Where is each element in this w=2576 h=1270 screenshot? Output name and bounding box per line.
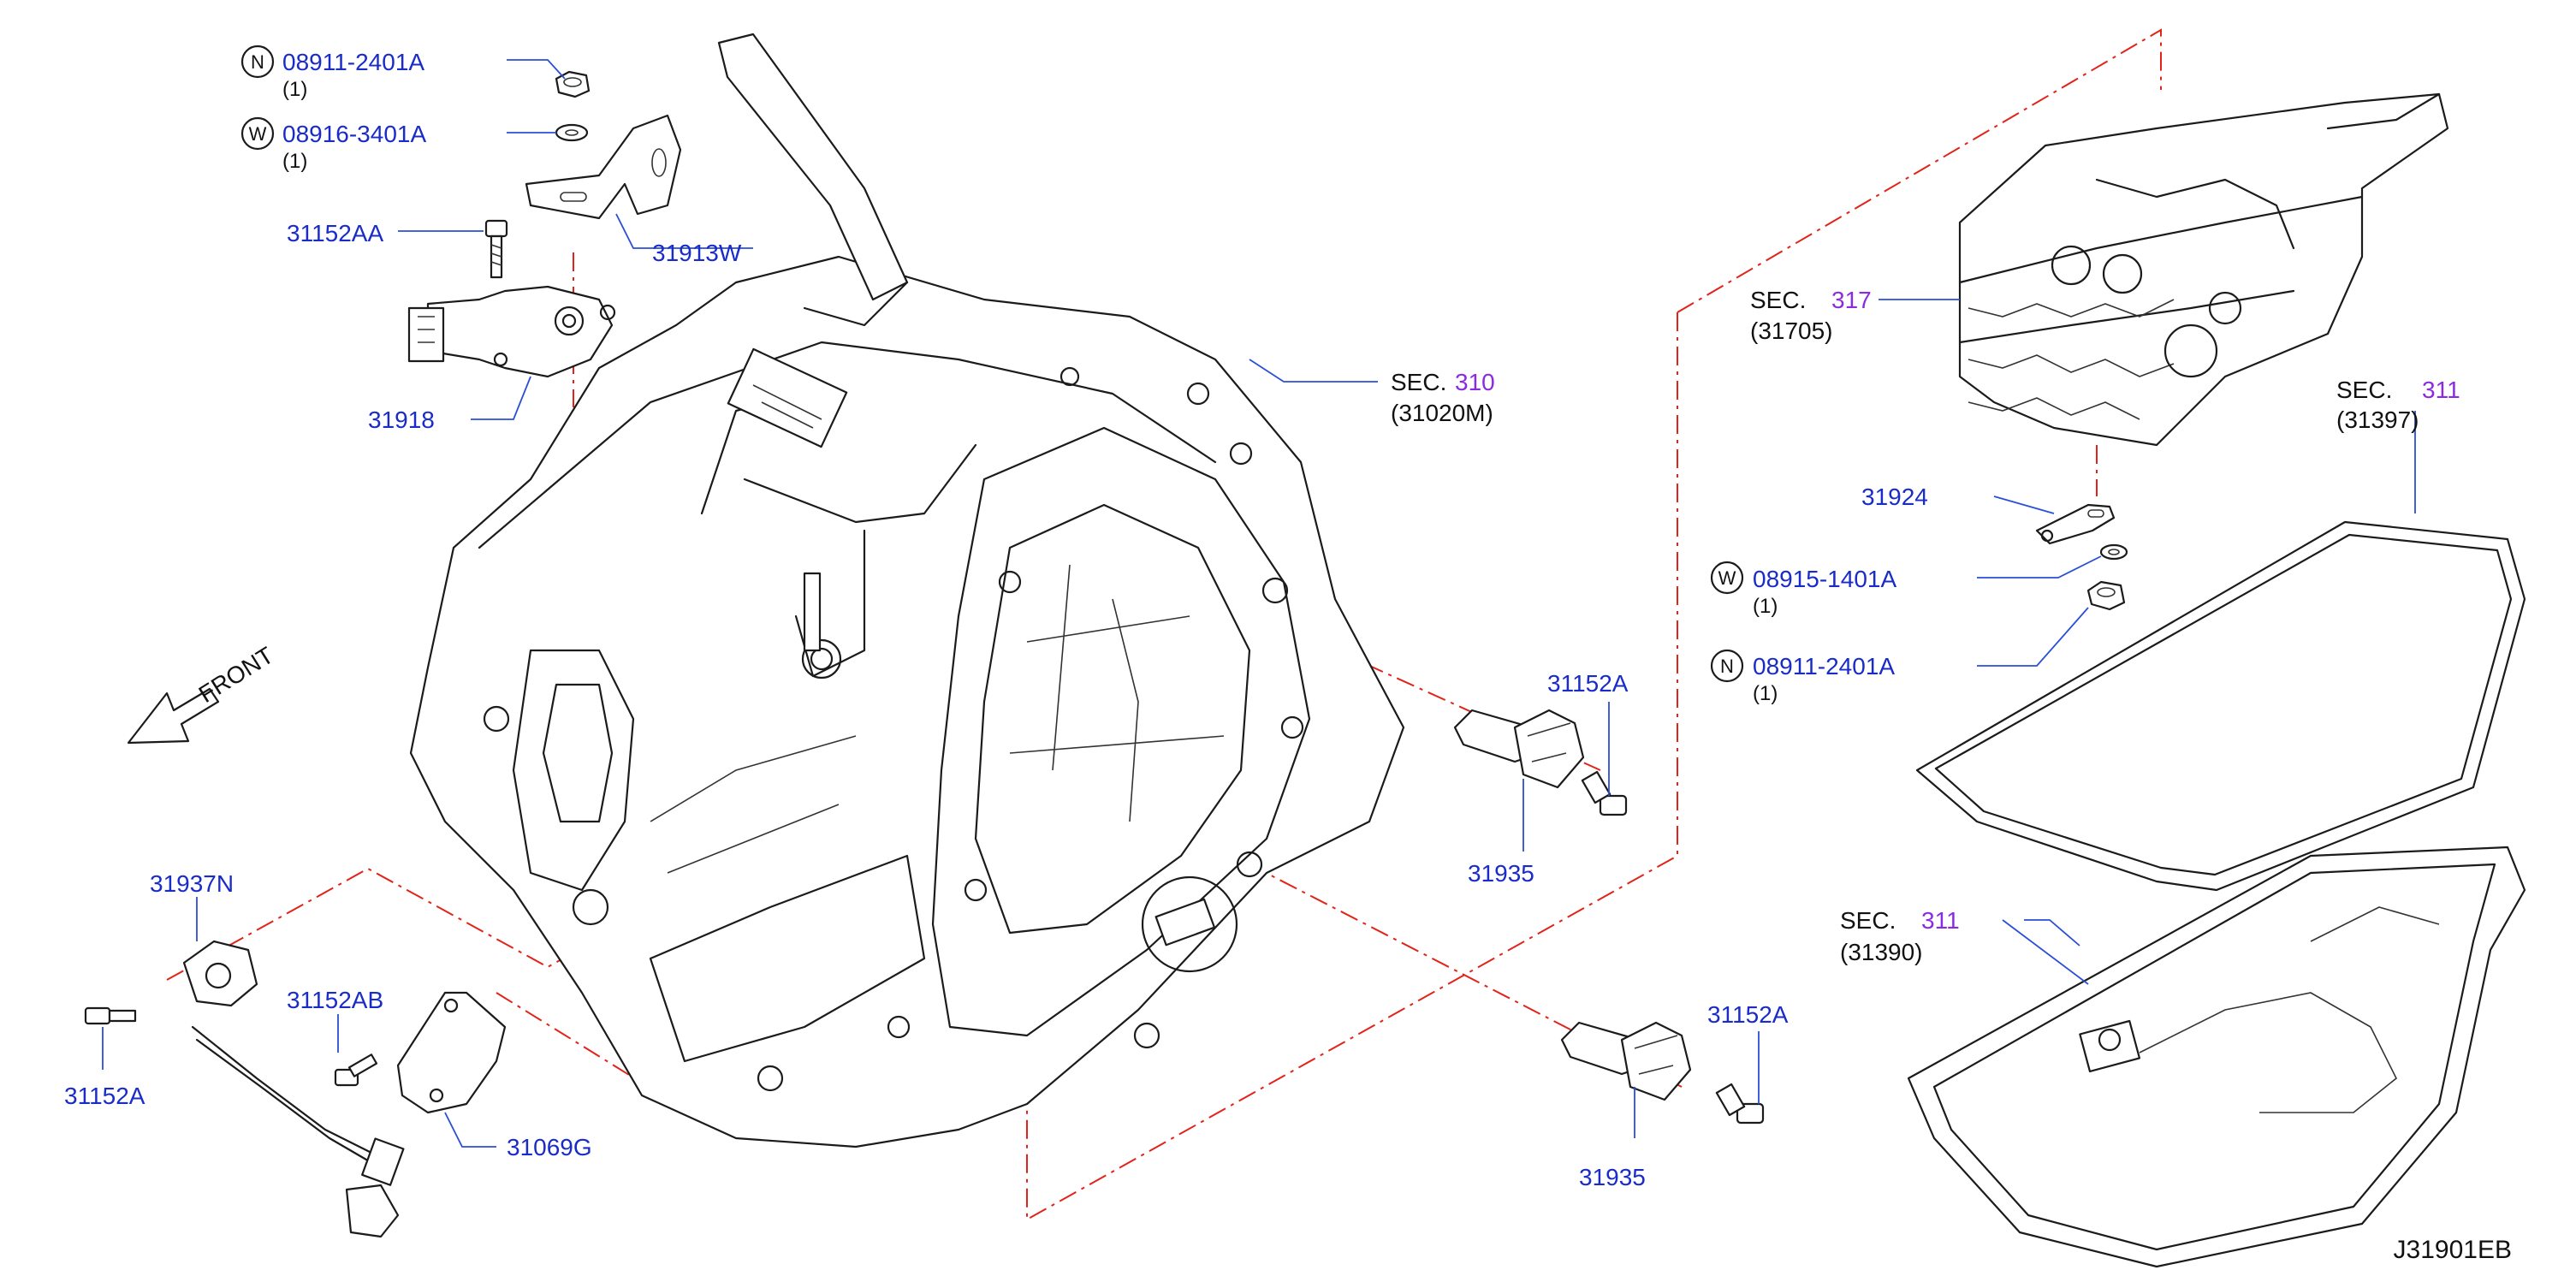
- label-31152a-left[interactable]: 31152A: [64, 1083, 145, 1109]
- nut-right-drawing: [2086, 580, 2126, 611]
- bracket-31913w-drawing: [525, 114, 682, 220]
- front-label: FRONT: [194, 642, 278, 708]
- bracket-31069g-drawing: [396, 991, 507, 1114]
- valve-body-drawing: [1958, 92, 2449, 447]
- front-arrow-icon: [127, 687, 220, 745]
- bolt-31152aa-drawing: [484, 219, 508, 279]
- sensor-31935-upper-drawing: [1453, 709, 1585, 789]
- label-31152aa[interactable]: 31152AA: [287, 220, 383, 246]
- sec311-pan-num[interactable]: 311: [1921, 907, 1960, 934]
- sec310-num[interactable]: 310: [1455, 369, 1495, 395]
- label-31918[interactable]: 31918: [368, 407, 435, 433]
- washer-top-qty: (1): [282, 150, 307, 173]
- sensor-31937n-drawing: [182, 940, 405, 1238]
- nut-right-number[interactable]: 08911-2401A: [1753, 653, 1895, 680]
- washer-right-drawing: [2099, 543, 2128, 561]
- washer-right-prefix: W: [1718, 567, 1736, 589]
- sec317-sub: (31705): [1750, 318, 1833, 344]
- sec317-num[interactable]: 317: [1831, 287, 1872, 313]
- bolt-31152a-left-drawing: [84, 1006, 137, 1025]
- label-31935-lower[interactable]: 31935: [1579, 1164, 1646, 1190]
- nut-top-number[interactable]: 08911-2401A: [282, 49, 424, 75]
- label-washer-top: W 08916-3401A (1): [240, 116, 426, 173]
- label-31069g[interactable]: 31069G: [507, 1134, 592, 1160]
- label-sec310: SEC. 310 (31020M): [1391, 369, 1495, 426]
- sec311-gasket-sec: SEC.: [2336, 377, 2392, 403]
- diagram-code: J31901EB: [2394, 1236, 2512, 1264]
- label-31913w[interactable]: 31913W: [652, 240, 742, 266]
- sec317-sec: SEC.: [1750, 287, 1806, 313]
- bolt-31152a-upper-drawing: [1581, 770, 1628, 816]
- washer-top-number[interactable]: 08916-3401A: [282, 121, 426, 147]
- washer-top-drawing: [555, 123, 589, 142]
- washer-right-qty: (1): [1753, 595, 1778, 618]
- label-31935-upper[interactable]: 31935: [1468, 860, 1534, 887]
- washer-right-number[interactable]: 08915-1401A: [1753, 566, 1896, 592]
- label-nut-top: N 08911-2401A (1): [240, 45, 424, 101]
- label-sec311-pan: SEC. 311 (31390): [1840, 907, 1960, 965]
- switch-31918-drawing: [407, 285, 616, 378]
- sec310-sec: SEC.: [1391, 369, 1446, 395]
- sec310-sub: (31020M): [1391, 400, 1493, 426]
- nut-top-prefix: N: [251, 51, 264, 73]
- label-31937n[interactable]: 31937N: [150, 870, 234, 897]
- nut-right-prefix: N: [1720, 656, 1734, 677]
- label-sec317: SEC. 317 (31705): [1750, 287, 1872, 344]
- leader-lines: [102, 59, 2416, 1148]
- bracket-31924-drawing: [2035, 503, 2116, 545]
- nut-right-qty: (1): [1753, 682, 1778, 705]
- label-nut-right: N 08911-2401A (1): [1710, 649, 1895, 705]
- label-washer-right: W 08915-1401A (1): [1710, 561, 1896, 618]
- gasket-drawing: [1915, 520, 2526, 892]
- label-31152ab[interactable]: 31152AB: [287, 987, 383, 1013]
- sec311-pan-sub: (31390): [1840, 939, 1923, 965]
- label-sec311-gasket: SEC. 311 (31397): [2336, 377, 2460, 433]
- sec311-gasket-sub: (31397): [2336, 407, 2419, 433]
- sec311-gasket-num[interactable]: 311: [2422, 377, 2460, 403]
- label-31152a-lower[interactable]: 31152A: [1707, 1001, 1789, 1028]
- bolt-31152a-lower-drawing: [1715, 1083, 1765, 1125]
- oil-pan-drawing: [1907, 846, 2526, 1268]
- sensor-31935-lower-drawing: [1560, 1021, 1692, 1101]
- label-31152a-upper[interactable]: 31152A: [1547, 670, 1629, 697]
- nut-top-qty: (1): [282, 78, 307, 101]
- transmission-case: [409, 33, 1405, 1148]
- label-31924[interactable]: 31924: [1861, 484, 1928, 510]
- washer-top-prefix: W: [249, 123, 267, 145]
- bolt-31152ab-drawing: [334, 1053, 378, 1087]
- sec311-pan-sec: SEC.: [1840, 907, 1896, 934]
